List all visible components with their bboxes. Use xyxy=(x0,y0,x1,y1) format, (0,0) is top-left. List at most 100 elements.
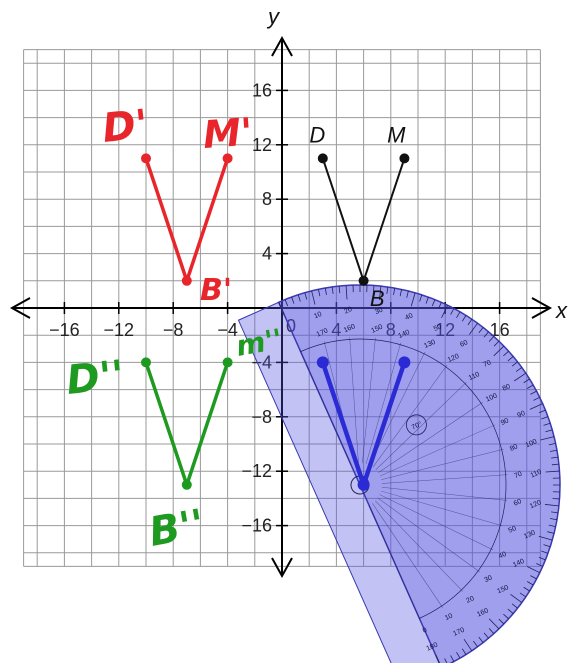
y-tick-label: 12 xyxy=(252,135,272,155)
protractor-ray xyxy=(375,382,467,470)
y-axis-bottom-arrow xyxy=(271,557,293,579)
protractor-tick xyxy=(548,443,556,446)
protractor-tick xyxy=(352,285,354,293)
protractor-tick xyxy=(510,594,523,603)
protractor-tick xyxy=(469,322,478,335)
protractor-ray xyxy=(362,337,376,464)
protractor-tick xyxy=(431,299,436,307)
protractor-tick xyxy=(540,436,555,441)
protractor-tick xyxy=(345,285,348,300)
protractor-tick xyxy=(523,586,530,592)
protractor-tick xyxy=(373,285,375,293)
protractor-tick xyxy=(461,648,467,655)
protractor-ray xyxy=(375,500,463,592)
protractor-tick xyxy=(461,315,467,322)
protractor-tick xyxy=(549,518,558,521)
protractor-outer-number: 130 xyxy=(523,529,537,540)
protractor-ray xyxy=(372,503,443,608)
protractor-tick xyxy=(552,477,560,479)
protractor-tick xyxy=(527,566,540,574)
protractor-tick xyxy=(538,409,546,414)
protractor-angle-marker xyxy=(406,414,427,436)
protractor-tick xyxy=(483,331,489,338)
protractor-tick xyxy=(529,403,543,410)
protractor-outer-number: 20 xyxy=(343,306,353,316)
protractor-tick xyxy=(473,640,478,648)
protractor-tick xyxy=(483,632,489,639)
x-axis-label: x xyxy=(555,298,568,323)
protractor-tick xyxy=(419,294,423,302)
protractor-inner-number: 50 xyxy=(508,525,518,535)
y-axis-top-arrow xyxy=(271,35,293,57)
protractor-tick xyxy=(438,302,442,309)
second-image-segments xyxy=(144,360,230,487)
protractor-tick xyxy=(523,378,530,384)
protractor-tick xyxy=(526,581,534,586)
protractor-tick xyxy=(493,340,500,347)
protractor-outer-number: 60 xyxy=(459,339,469,349)
protractor-tick xyxy=(511,603,518,609)
protractor-outer-number: 150 xyxy=(496,584,510,595)
protractor-ray xyxy=(377,497,480,573)
protractor-outer-number: 180 xyxy=(425,642,439,653)
first-image-vertex xyxy=(141,153,151,164)
rotated-copy-vertex xyxy=(357,478,370,491)
protractor-tick xyxy=(311,290,316,305)
protractor-inner-number: 40 xyxy=(498,551,508,561)
protractor-outer-number: 170 xyxy=(452,627,466,638)
protractor-ray xyxy=(378,402,483,473)
protractor-tick xyxy=(450,655,455,662)
protractor-tick xyxy=(488,618,500,630)
protractor-tick xyxy=(331,286,334,294)
second-image-vertex xyxy=(141,357,151,368)
protractor-outer-number: 90 xyxy=(516,410,526,420)
protractor-tick xyxy=(551,463,559,466)
protractor-tick xyxy=(549,449,558,452)
protractor-inner-number: 100 xyxy=(485,392,499,403)
protractor-outer-number: 100 xyxy=(525,438,539,449)
protractor-inner-number: 160 xyxy=(343,323,357,334)
protractor-tick xyxy=(547,531,555,534)
x-axis-left-arrow xyxy=(9,297,31,319)
protractor-outer-number: 10 xyxy=(313,311,323,321)
protractor-outer-number: 50 xyxy=(433,323,443,333)
protractor-ray xyxy=(365,342,402,464)
protractor-outer-number: 30 xyxy=(374,307,384,317)
protractor-tick xyxy=(435,654,442,663)
protractor-tick xyxy=(538,535,553,541)
protractor-tick xyxy=(530,575,537,580)
protractor-inner-number: 150 xyxy=(370,324,384,335)
protractor-tick xyxy=(406,290,409,298)
protractor-tick xyxy=(456,311,461,319)
x-tick-label: −12 xyxy=(104,320,135,340)
original-vertex xyxy=(317,153,328,164)
x-tick-label: −8 xyxy=(163,320,184,340)
x-axis-right-arrow xyxy=(531,297,553,319)
protractor-tick xyxy=(545,470,560,473)
protractor-outer-number: 70 xyxy=(482,359,492,369)
protractor-ray xyxy=(368,504,421,621)
protractor-ray xyxy=(379,424,496,477)
protractor-tick xyxy=(526,384,534,389)
protractor-center-mark-label: 70° xyxy=(410,420,423,432)
protractor-ray xyxy=(372,365,448,468)
protractor-tick xyxy=(503,613,509,620)
protractor-inner-number: 20 xyxy=(465,595,475,605)
protractor-tick xyxy=(338,286,341,294)
protractor-face xyxy=(277,284,561,663)
protractor-tick xyxy=(444,658,449,663)
point-label-d: D xyxy=(309,123,325,148)
second-image-vertex xyxy=(181,479,192,490)
y-tick-label: −16 xyxy=(241,516,272,536)
protractor-tick xyxy=(544,504,559,507)
handwritten-label-d-prime: D' xyxy=(100,101,150,151)
handwritten-label-b-prime: B' xyxy=(200,273,232,308)
protractor-tick xyxy=(515,367,523,372)
x-tick-label: −16 xyxy=(49,320,80,340)
first-image-segments xyxy=(144,156,230,283)
protractor-tick xyxy=(553,484,561,486)
protractor-inner-arc xyxy=(300,338,507,619)
original-vertex xyxy=(399,153,410,164)
